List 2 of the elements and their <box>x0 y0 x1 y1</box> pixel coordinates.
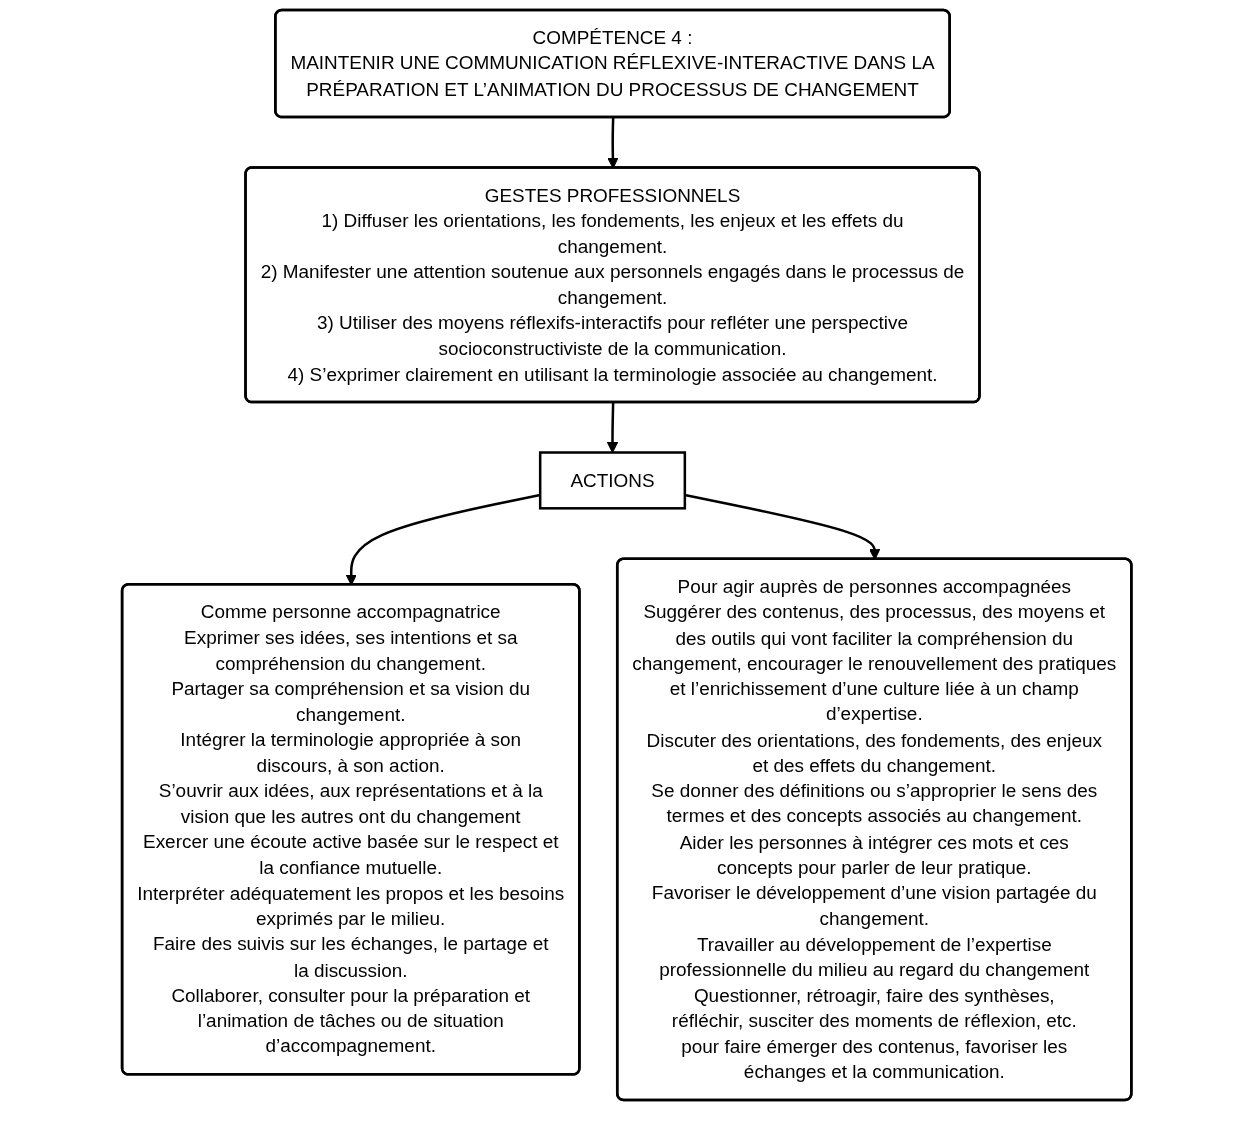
arrow <box>607 402 619 453</box>
node-box: ACTIONS <box>539 451 687 510</box>
